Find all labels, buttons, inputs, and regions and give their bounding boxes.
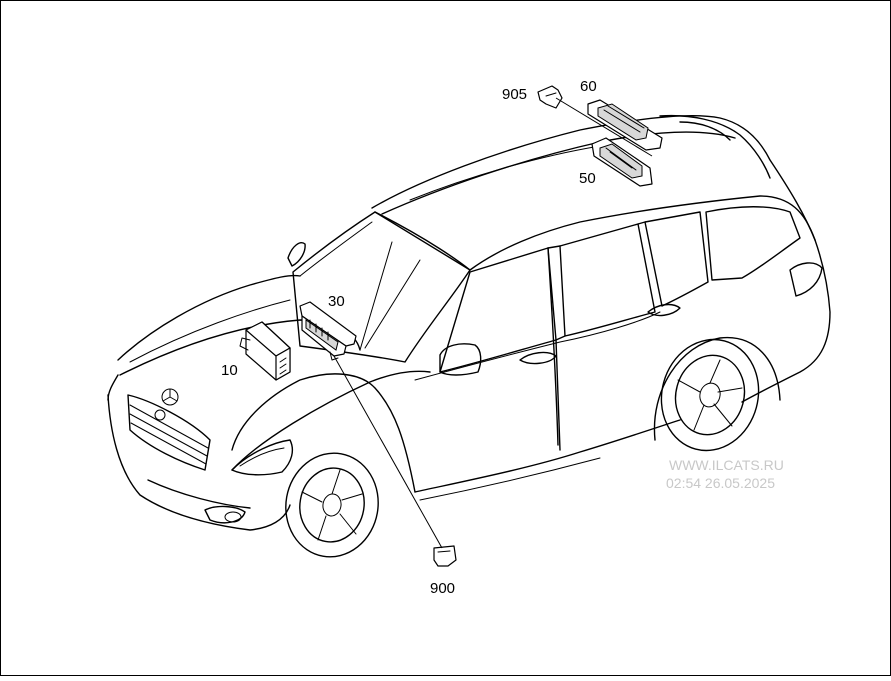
callout-50: 50 [579, 170, 596, 187]
estate-car-outline [107, 114, 831, 558]
callout-905: 905 [502, 86, 527, 103]
callout-60: 60 [580, 78, 597, 95]
callout-900: 900 [430, 580, 455, 597]
watermark-site: WWW.ILCATS.RU [669, 457, 784, 473]
callout-10: 10 [221, 362, 238, 379]
part-10-module-box-icon [239, 321, 291, 381]
part-900-connector-icon [433, 545, 457, 567]
callout-30: 30 [328, 293, 345, 310]
leader-line-905 [555, 97, 653, 157]
part-905-connector-icon [537, 85, 563, 109]
rear-wheel [660, 338, 760, 452]
part-30-control-unit-icon [299, 301, 357, 361]
watermark-timestamp: 02:54 26.05.2025 [666, 475, 775, 491]
part-60-overhead-panel-icon [587, 99, 663, 151]
leader-line-900 [333, 355, 443, 549]
part-50-overhead-module-icon [591, 137, 653, 187]
front-wheel [285, 452, 379, 558]
star-emblem-icon [161, 388, 179, 406]
